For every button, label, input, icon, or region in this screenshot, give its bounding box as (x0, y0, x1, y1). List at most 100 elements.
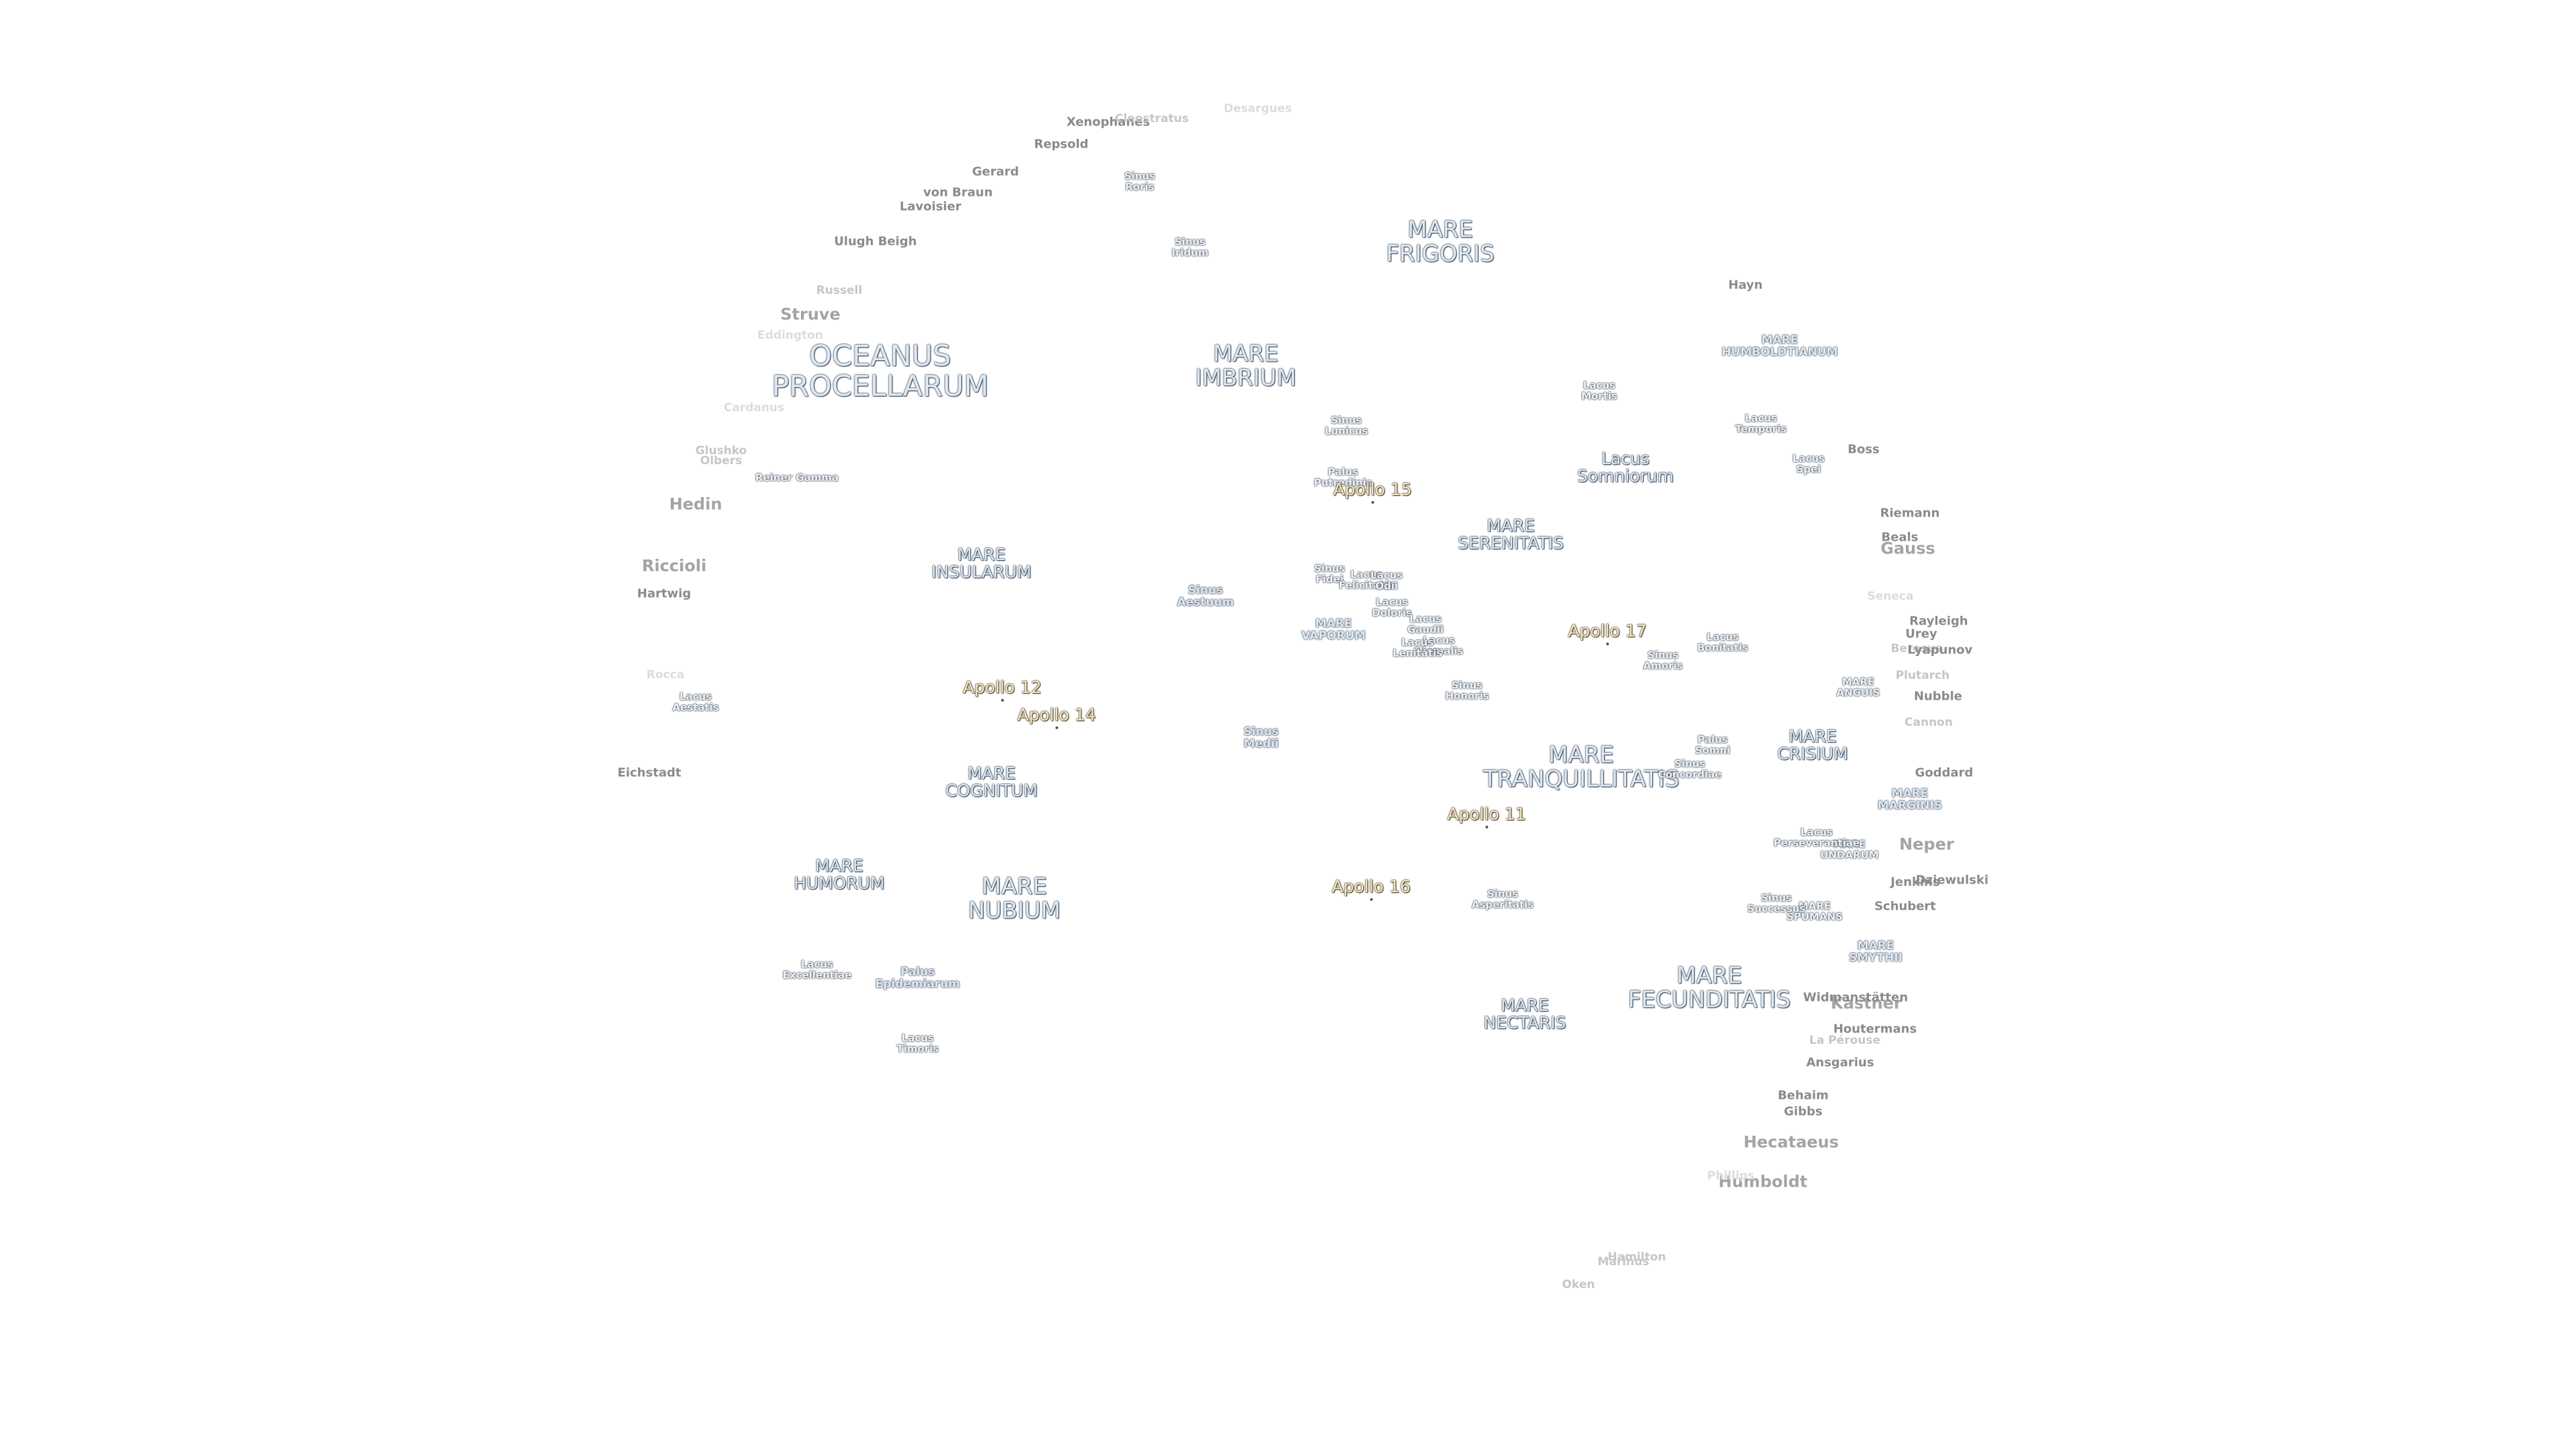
label-mare-insularum: MARE INSULARUM (931, 544, 1032, 582)
label-mare-smythii: MARE SMYTHII (1849, 939, 1902, 965)
label-gerard: Gerard (972, 164, 1019, 179)
label-lacus-somniorum: Lacus Somniorum (1576, 448, 1674, 486)
label-lacus-excellentiae: Lacus Excellentiae (782, 958, 852, 981)
label-boss: Boss (1847, 442, 1880, 457)
label-lacus-timoris: Lacus Timoris (896, 1032, 939, 1055)
label-apollo-15: Apollo 15 (1333, 479, 1412, 504)
label-hartwig: Hartwig (637, 586, 692, 601)
label-sinus-amoris: Sinus Amoris (1643, 649, 1683, 672)
label-lavoisier: Lavoisier (900, 199, 961, 214)
label-xenophanes: Xenophanes (1066, 115, 1150, 129)
label-sinus-concordiae: Sinus Concordiae (1658, 757, 1722, 780)
label-apollo-14: Apollo 14 (1017, 704, 1096, 730)
label-mare-nubium: MARE NUBIUM (968, 873, 1061, 924)
label-marinus: Marinus (1597, 1255, 1650, 1269)
label-desargues: Desargues (1224, 102, 1292, 116)
label-mare-marginis: MARE MARGINIS (1877, 787, 1943, 812)
label-houtermans: Houtermans (1833, 1022, 1917, 1036)
label-gibbs: Gibbs (1784, 1104, 1823, 1119)
label-lacus-perseverantiae: Lacus Perseverantiae (1773, 826, 1860, 849)
label-cleostratus: Cleostratus (1115, 112, 1189, 126)
label-cannon: Cannon (1904, 716, 1953, 730)
label-hedin: Hedin (669, 494, 722, 514)
label-behaim: Behaim (1778, 1088, 1829, 1103)
label-cardanus: Cardanus (723, 401, 785, 415)
label-sinus-successus: Sinus Successus (1747, 892, 1806, 914)
label-phillips: Phillips (1707, 1169, 1755, 1183)
label-mare-humorum: MARE HUMORUM (794, 855, 885, 893)
label-apollo-12: Apollo 12 (963, 677, 1042, 702)
label-goddard: Goddard (1915, 765, 1974, 780)
label-russell: Russell (816, 284, 863, 298)
label-beals: Beals (1881, 530, 1919, 545)
label-sinus-honoris: Sinus Honoris (1445, 679, 1489, 702)
label-kastner: Kastner (1831, 994, 1902, 1013)
label-von-braun: von Braun (923, 185, 993, 200)
label-ulugh-beigh: Ulugh Beigh (834, 234, 917, 249)
label-apollo-17: Apollo 17 (1568, 621, 1647, 646)
label-mare-anguis: MARE ANGUIS (1836, 676, 1880, 698)
label-plutarch: Plutarch (1895, 669, 1950, 683)
label-urey: Urey (1905, 627, 1937, 641)
label-mare-imbrium: MARE IMBRIUM (1195, 340, 1297, 391)
label-berosus: Berosus (1890, 642, 1943, 656)
label-ansgarius: Ansgarius (1806, 1055, 1874, 1070)
label-sinus-medii: Sinus Medii (1243, 725, 1279, 751)
label-palus-epidemiarum: Palus Epidemiarum (875, 965, 961, 991)
label-sinus-roris: Sinus Roris (1124, 170, 1156, 193)
label-lacus-lenitatis: Lacus Lenitatis (1392, 636, 1443, 659)
label-sinus-aestuum: Sinus Aestuum (1177, 584, 1234, 609)
label-nubble: Nubble (1913, 689, 1963, 704)
label-mare-serenitatis: MARE SERENITATIS (1458, 515, 1564, 553)
label-mare-nectaris: MARE NECTARIS (1483, 995, 1566, 1032)
label-lacus-doloris: Lacus Doloris (1372, 596, 1412, 619)
label-lyapunov: Lyapunov (1907, 643, 1973, 657)
label-lacus-hiemalis: Lacus Hiemalis (1414, 634, 1464, 657)
label-mare-humboldtianum: MARE HUMBOLDTIANUM (1721, 333, 1838, 359)
label-mare-spumans: MARE SPUMANS (1786, 900, 1843, 922)
label-schubert: Schubert (1874, 899, 1936, 914)
label-sinus-asperitatis: Sinus Asperitatis (1471, 888, 1534, 910)
label-riemann: Riemann (1880, 506, 1940, 521)
label-glushko: Glushko (695, 444, 747, 458)
label-sinus-lunicus: Sinus Lunicus (1324, 414, 1368, 437)
label-humboldt: Humboldt (1718, 1172, 1808, 1191)
label-widmanstatten: Widmanstätten (1803, 990, 1909, 1005)
label-hayn: Hayn (1728, 278, 1763, 292)
label-palus-somni: Palus Somni (1695, 733, 1731, 756)
label-mare-fecunditatis: MARE FECUNDITATIS (1627, 962, 1791, 1013)
label-apollo-11: Apollo 11 (1447, 804, 1526, 829)
label-dziewulski: Dziewulski (1915, 873, 1989, 888)
label-lacus-bonitatis: Lacus Bonitatis (1697, 631, 1749, 653)
label-struve: Struve (780, 305, 841, 324)
label-lacus-mortis: Lacus Mortis (1581, 379, 1617, 402)
label-lacus-aestatis: Lacus Aestatis (672, 690, 719, 713)
label-sinus-fidei: Sinus Fidei (1313, 562, 1346, 585)
label-hamilton: Hamilton (1607, 1250, 1666, 1265)
label-rocca: Rocca (646, 668, 685, 682)
label-olbers: Olbers (700, 454, 743, 468)
label-seneca: Seneca (1867, 590, 1914, 604)
label-apollo-16: Apollo 16 (1332, 876, 1411, 902)
label-lacus-spei: Lacus Spei (1792, 452, 1825, 475)
label-mare-vaporum: MARE VAPORUM (1301, 617, 1366, 643)
label-jenkins: Jenkins (1890, 875, 1940, 890)
label-lacus-temporis: Lacus Temporis (1735, 412, 1787, 435)
label-mare-cognitum: MARE COGNITUM (945, 763, 1038, 800)
label-oceanus-procellarum: OCEANUS PROCELLARUM (771, 339, 989, 403)
label-rayleigh: Rayleigh (1909, 614, 1968, 629)
label-hecataeus: Hecataeus (1743, 1132, 1839, 1152)
label-reiner-gamma: Reiner Gamma (755, 472, 839, 484)
label-eddington: Eddington (757, 329, 823, 343)
label-eichstadt: Eichstadt (617, 765, 682, 780)
label-oken: Oken (1562, 1278, 1595, 1292)
label-mare-crisium: MARE CRISIUM (1777, 726, 1848, 763)
label-gauss: Gauss (1880, 539, 1935, 558)
label-lacus-gaudii: Lacus Gaudii (1407, 612, 1444, 635)
label-neper: Neper (1899, 835, 1954, 854)
label-mare-frigoris: MARE FRIGORIS (1386, 216, 1495, 267)
label-la-perouse: La Pérouse (1809, 1034, 1881, 1048)
label-repsold: Repsold (1034, 137, 1089, 152)
label-mare-tranquillitatis: MARE TRANQUILLITATIS (1483, 741, 1680, 792)
